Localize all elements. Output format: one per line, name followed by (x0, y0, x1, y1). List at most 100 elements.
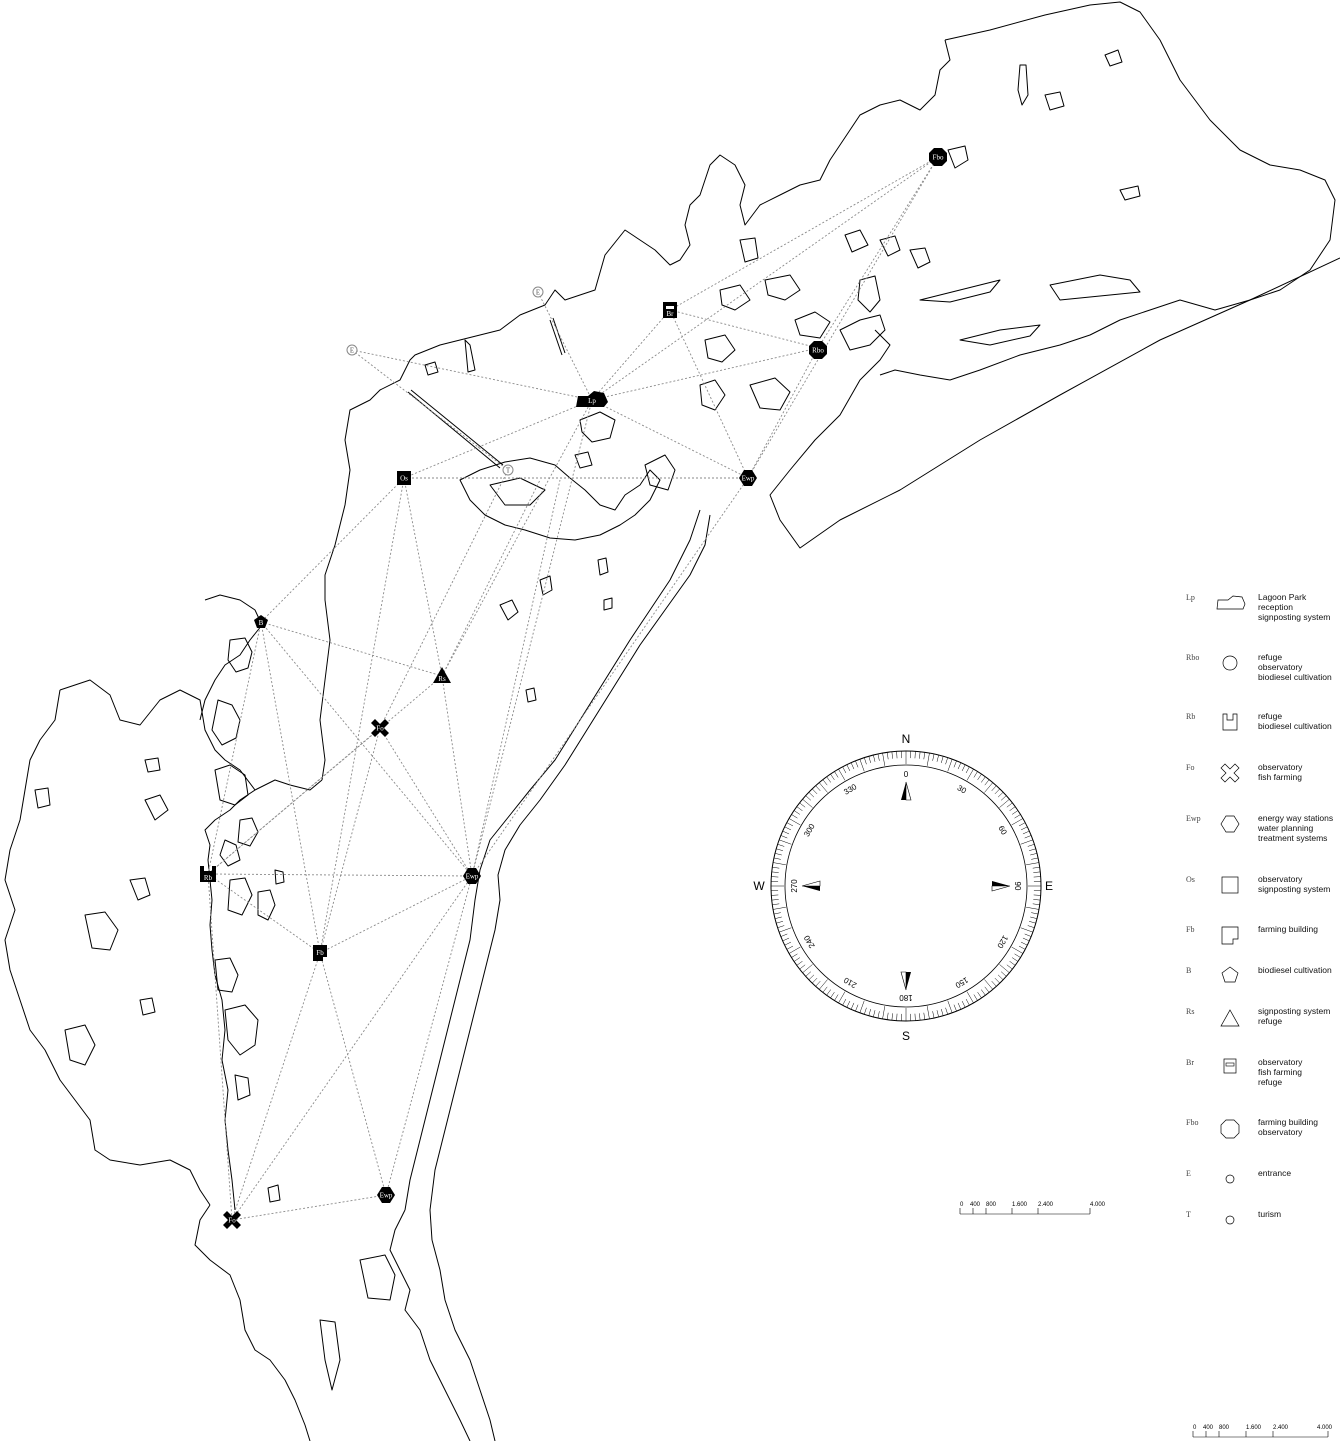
compass-tick (864, 757, 867, 765)
legend-text: signposting system refuge (1258, 1006, 1331, 1026)
compass-tick (868, 1008, 871, 1016)
compass-tick (966, 991, 974, 1004)
marker-br-framed-rect-icon[interactable]: Br (663, 302, 677, 318)
compass-tick (868, 756, 871, 764)
compass-degree-label: 0 (904, 770, 909, 779)
marker-e-entrance-icon[interactable]: E (346, 344, 358, 356)
octagon-icon (1220, 1119, 1240, 1139)
legend-code: Rs (1186, 1007, 1195, 1016)
legend-code: Fb (1186, 925, 1195, 934)
compass-tick (808, 792, 815, 798)
legend-text: Lagoon Park reception signposting system (1258, 592, 1331, 622)
compass-tick (772, 903, 780, 906)
compass-tick (919, 1013, 921, 1021)
marker-lp-lagoon-park-icon[interactable]: Lp (576, 391, 608, 407)
marker-rbo-octagon-icon[interactable]: Rbo (809, 341, 827, 359)
marker-e-entrance-icon[interactable]: E (532, 286, 544, 298)
compass-tick (941, 1008, 944, 1016)
legend-text: refuge observatory biodiesel cultivation (1258, 652, 1332, 682)
compass-ticks (771, 751, 1041, 1021)
marker-fb-step-square-icon[interactable]: Fb (313, 945, 327, 961)
compass-tick (1022, 937, 1030, 942)
legend-code: Os (1186, 875, 1195, 884)
compass-tick (822, 986, 828, 993)
marker-ewp-hexagon-icon[interactable]: Ewp (377, 1187, 395, 1203)
compass-tick (1009, 806, 1016, 811)
compass-tick (941, 756, 944, 764)
compass-tick (1011, 810, 1019, 815)
legend-code: Fbo (1186, 1118, 1199, 1127)
compass-tick (1020, 941, 1028, 946)
compass-tick (1033, 899, 1041, 901)
compass-degree-label: 330 (842, 782, 859, 797)
legend-text: observatory fish farming (1258, 762, 1303, 782)
compass-tick (864, 1007, 867, 1015)
compass-tick (957, 1002, 962, 1010)
compass-tick (1027, 844, 1035, 847)
legend-code: T (1186, 1210, 1191, 1219)
compass-tick (802, 964, 813, 973)
legend-item-observatory-fish-refuge: Br observatory fish farming refuge (1186, 1057, 1336, 1102)
scale-tick: 2.400 (1038, 1202, 1054, 1208)
marker-label: Os (400, 475, 408, 483)
marker-os-square-icon[interactable]: Os (397, 471, 411, 485)
compass-tick (808, 974, 815, 980)
hexagon-icon (1220, 815, 1240, 833)
compass-tick (830, 773, 835, 781)
marker-ewp-hexagon-icon[interactable]: Ewp (739, 470, 757, 486)
compass-tick (965, 766, 970, 774)
compass-degree-label: 120 (995, 934, 1010, 951)
legend-item-observatory-fish: Fo observatory fish farming (1186, 762, 1336, 807)
legend-text: farming building observatory (1258, 1117, 1319, 1137)
legend-text: observatory signposting system (1258, 874, 1331, 894)
compass-tick (777, 925, 785, 928)
marker-label: Fo (228, 1217, 236, 1225)
compass-tick (873, 754, 876, 762)
compass-tick (830, 991, 835, 999)
marker-label: Ewp (742, 475, 755, 483)
compass-tick (1022, 830, 1030, 835)
legend-item-signposting-refuge: Rs signposting system refuge (1186, 1006, 1336, 1051)
compass-tick (796, 806, 803, 811)
compass-tick (961, 764, 966, 772)
compass-tick (776, 848, 784, 851)
compass-tick (919, 751, 921, 759)
compass-tick (1031, 857, 1039, 860)
compass-tick (984, 782, 993, 793)
compass-tick (991, 785, 997, 792)
compass-tick (779, 927, 792, 933)
legend-item-farming-building: Fb farming building (1186, 924, 1336, 969)
marker-fo-cross-icon[interactable]: Fo (371, 719, 389, 737)
compass-tick (1024, 835, 1032, 839)
marker-b-pentagon-icon[interactable]: B (254, 615, 268, 628)
small-circle-icon (1225, 1174, 1235, 1184)
compass-tick (780, 933, 788, 937)
marker-rs-triangle-icon[interactable]: Rs (433, 667, 451, 683)
compass-tick (886, 752, 889, 760)
marker-t-turism-icon[interactable]: T (502, 464, 514, 476)
compass-tick (784, 941, 792, 946)
scale-tick: 1.600 (1012, 1202, 1028, 1208)
compass-tick (788, 818, 801, 826)
scale-tick: 0 (960, 1202, 964, 1208)
marker-fo-cross-icon[interactable]: Fo (223, 1211, 241, 1229)
compass-tick (1030, 916, 1038, 919)
compass-tick (1009, 961, 1016, 966)
compass-tick (822, 779, 828, 786)
compass-tick (791, 953, 798, 958)
marker-label: Fb (316, 949, 324, 957)
marker-fbo-octagon-icon[interactable]: Fbo (929, 148, 947, 166)
step-square-icon (1221, 926, 1239, 945)
compass-tick (981, 989, 986, 996)
compass-tick (842, 998, 847, 1006)
marker-ewp-hexagon-icon[interactable]: Ewp (463, 868, 481, 884)
compass-tick (779, 839, 792, 845)
legend-item-lagoon-park: Lp Lagoon Park reception signposting sys… (1186, 592, 1336, 637)
compass-tick (966, 768, 974, 781)
route-network (207, 156, 939, 1221)
legend-item-refuge-observatory: Rbo refuge observatory biodiesel cultiva… (1186, 652, 1336, 697)
compass-tick (786, 822, 794, 827)
marker-rb-notched-square-icon[interactable]: Rb (200, 866, 216, 882)
compass-tick (834, 994, 839, 1001)
